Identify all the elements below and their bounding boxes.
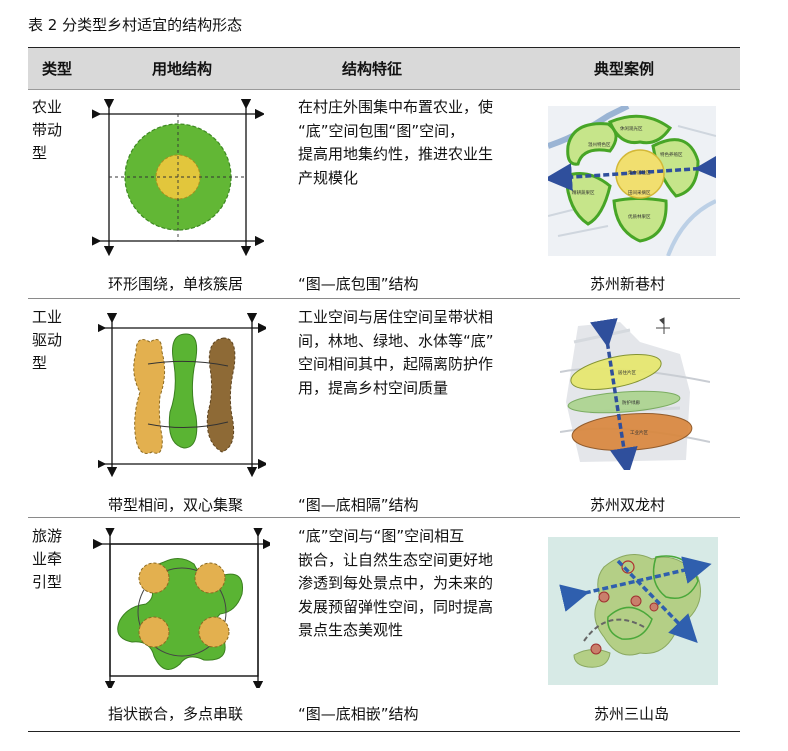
row1-case: 苏州新巷村 xyxy=(590,275,666,293)
row1-pattern: 环形围绕，单核簇居 xyxy=(108,275,244,293)
row3-structure: “图—底相嵌”结构 xyxy=(298,705,419,723)
header-land-structure: 用地结构 xyxy=(152,60,213,78)
row2-pattern: 带型相间，双心集聚 xyxy=(108,496,244,514)
map2-label: 防护绿廊 xyxy=(622,399,640,406)
row1-type: 农业 带动 型 xyxy=(32,98,63,162)
map1-label: 精耕蔬果区 xyxy=(572,189,595,196)
row2-band-diagram xyxy=(98,312,266,478)
header-case: 典型案例 xyxy=(594,60,655,78)
row2-case-map: 居住片区 防护绿廊 工业片区 xyxy=(560,312,710,470)
row1-structure: “图—底包围”结构 xyxy=(298,275,419,293)
row1-description: 在村庄外围集中布置农业，使 “底”空间包围“图”空间， 提高用地集约性，推进农业… xyxy=(298,98,494,187)
map1-label: 温州特色区 xyxy=(588,141,611,148)
map1-label: 优质林果区 xyxy=(628,213,651,220)
row3-finger-diagram xyxy=(92,528,270,688)
row2-type: 工业 驱动 型 xyxy=(32,308,63,372)
row3-case-map xyxy=(548,537,718,685)
map2-label: 居住片区 xyxy=(618,369,636,376)
header-type: 类型 xyxy=(42,60,73,78)
row2-case: 苏州双龙村 xyxy=(590,496,666,514)
map2-label: 工业片区 xyxy=(630,429,648,436)
map1-label: 特色养殖区 xyxy=(660,151,683,158)
table-header: 类型 用地结构 结构特征 典型案例 xyxy=(28,47,740,90)
map1-label: 田间采摘区 xyxy=(628,189,651,196)
map1-label: 休闲观光区 xyxy=(620,125,643,132)
row3-case: 苏州三山岛 xyxy=(594,705,670,723)
row2-structure: “图—底相隔”结构 xyxy=(298,496,419,514)
row-divider xyxy=(28,298,740,299)
row3-description: “底”空间与“图”空间相互 嵌合，让自然生态空间更好地 渗透到每处景点中，为未来… xyxy=(298,527,494,639)
row2-description: 工业空间与居住空间呈带状相 间，林地、绿地、水体等“底” 空间相间其中，起隔离防… xyxy=(298,308,494,397)
row-divider xyxy=(28,517,740,518)
row3-type: 旅游 业牵 引型 xyxy=(32,527,63,591)
table-caption: 表 2 分类型乡村适宜的结构形态 xyxy=(28,16,243,34)
row1-ring-diagram xyxy=(92,98,264,257)
table-bottom-rule xyxy=(28,731,740,732)
row1-case-map: 温州特色区 休闲观光区 特色养殖区 集中居住区 精耕蔬果区 田间采摘区 优质林果… xyxy=(548,106,716,256)
row3-pattern: 指状嵌合，多点串联 xyxy=(108,705,244,723)
map1-label: 集中居住区 xyxy=(628,169,651,176)
header-features: 结构特征 xyxy=(342,60,403,78)
